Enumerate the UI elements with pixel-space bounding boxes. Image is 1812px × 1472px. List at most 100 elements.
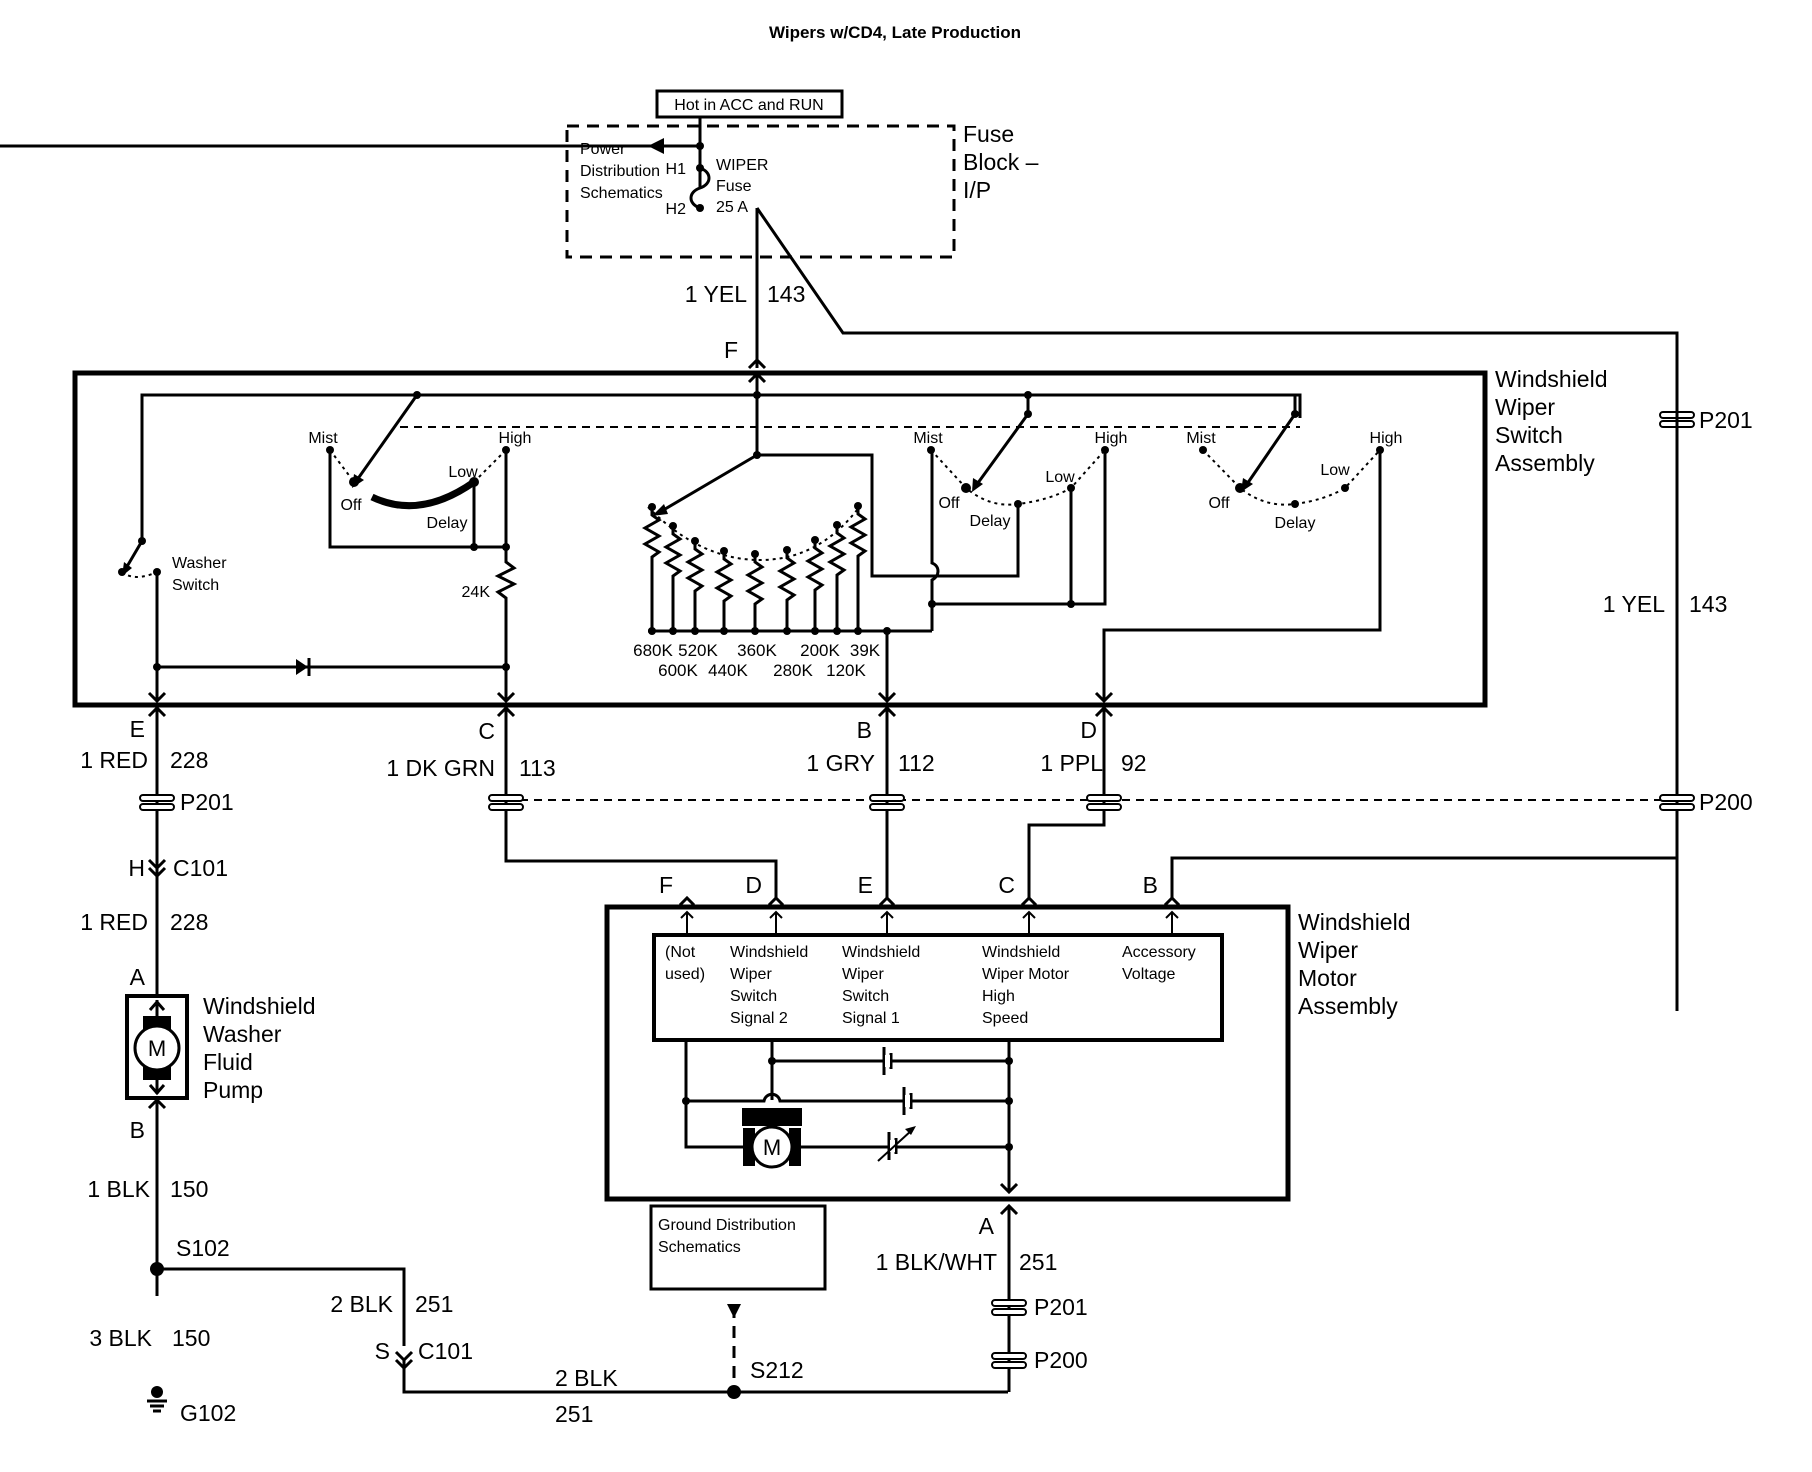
pump-motor-symbol: M xyxy=(148,1036,166,1061)
right-feed-p201-label: P201 xyxy=(1699,407,1753,433)
washer-switch-label-1: Washer xyxy=(172,555,227,572)
motor-name-2: Wiper xyxy=(1298,937,1358,963)
feed-wire-circuit: 143 xyxy=(767,281,805,307)
mid-switch-off: Off xyxy=(938,495,960,512)
motor-ground-terminal: A xyxy=(979,1213,995,1239)
right-switch-off: Off xyxy=(1208,495,1230,512)
resistor-tap-node xyxy=(669,522,677,530)
ground-branch-gauge: 2 BLK xyxy=(330,1291,393,1317)
motor-terminal-description: High xyxy=(982,988,1015,1005)
inline-connector-p200-right xyxy=(1659,794,1695,811)
ground-right-circuit: 251 xyxy=(1019,1249,1057,1275)
splice-s212-label: S212 xyxy=(750,1357,804,1383)
switch-name-4: Assembly xyxy=(1495,450,1595,476)
right-switch-delay: Delay xyxy=(1275,515,1316,532)
resistor-24k-label: 24K xyxy=(462,584,491,601)
washer-wire-gauge: 1 RED xyxy=(80,909,148,935)
delay-resistor-selector xyxy=(647,451,932,578)
right-switch-high: High xyxy=(1370,430,1403,447)
out-b-terminal: B xyxy=(857,717,872,743)
switch-name-3: Switch xyxy=(1495,422,1563,448)
brush-high-capacitor-icon xyxy=(882,1047,893,1075)
inline-connector-p201-ground xyxy=(991,1299,1027,1316)
resistor-value-label: 440K xyxy=(708,661,748,680)
resistor-ladder xyxy=(641,502,869,635)
wiper-switch-box xyxy=(72,370,1488,708)
motor-terminal-description: Windshield xyxy=(982,944,1060,961)
motor-name-1: Windshield xyxy=(1298,909,1411,935)
ground-right-p201: P201 xyxy=(1034,1294,1088,1320)
ground-reference-arrow-icon xyxy=(727,1304,741,1318)
fuse-block-name-1: Fuse xyxy=(963,121,1014,147)
fuse-icon xyxy=(689,166,711,210)
right-switch-low: Low xyxy=(1320,462,1350,479)
diagram-title: Wipers w/CD4, Late Production xyxy=(769,23,1021,42)
ground-wire2-circuit: 150 xyxy=(172,1325,210,1351)
washer-switch-label-2: Switch xyxy=(172,577,219,594)
left-mode-switch: Mist High Low Off Delay xyxy=(308,394,531,551)
left-switch-low: Low xyxy=(448,464,478,481)
left-switch-mist: Mist xyxy=(308,430,338,447)
ground-wire1-circuit: 150 xyxy=(170,1176,208,1202)
terminal-arrow-icon xyxy=(769,910,783,935)
ground-branch-terminal: S xyxy=(375,1338,390,1364)
connector-chevron-icon xyxy=(767,895,785,907)
power-ref-2: Distribution xyxy=(580,163,660,180)
ground-wire1-gauge: 1 BLK xyxy=(87,1176,150,1202)
left-switch-delay: Delay xyxy=(427,515,468,532)
resistor-value-label: 600K xyxy=(658,661,698,680)
motor-terminal-description: Windshield xyxy=(842,944,920,961)
wiper-motor-box xyxy=(604,904,1291,1202)
ground-ref-1: Ground Distribution xyxy=(658,1217,796,1234)
left-switch-off: Off xyxy=(340,497,362,514)
out-c-gauge: 1 DK GRN xyxy=(386,755,495,781)
connector-chevron-icon xyxy=(878,895,896,907)
resistor-value-label: 120K xyxy=(826,661,866,680)
splice-s212 xyxy=(727,1385,741,1399)
inline-connector-p200-ground xyxy=(991,1352,1027,1369)
motor-terminal-letter: F xyxy=(659,872,673,898)
out-e-circuit: 228 xyxy=(170,747,208,773)
bottom-wire-gauge: 2 BLK xyxy=(555,1365,618,1391)
out-e-gauge: 1 RED xyxy=(80,747,148,773)
motor-name-3: Motor xyxy=(1298,965,1357,991)
right-feed-circuit: 143 xyxy=(1689,591,1727,617)
motor-terminal-description: Windshield xyxy=(730,944,808,961)
motor-terminal-panel xyxy=(652,933,1224,1042)
resistor-tap-node xyxy=(720,547,728,555)
motor-internal-circuit: M xyxy=(682,1040,1019,1195)
wiper-motor-symbol: M xyxy=(763,1135,781,1160)
right-switch-mist: Mist xyxy=(1186,430,1216,447)
washer-wire-circuit: 228 xyxy=(170,909,208,935)
inline-connector-p200-d xyxy=(1086,794,1122,811)
ground-distribution-box xyxy=(649,1204,827,1291)
bottom-wire-circuit: 251 xyxy=(555,1401,593,1427)
mid-switch-high: High xyxy=(1095,430,1128,447)
out-d-gauge: 1 PPL xyxy=(1040,750,1103,776)
motor-terminal-description: Accessory xyxy=(1122,944,1196,961)
ground-right-p200: P200 xyxy=(1034,1347,1088,1373)
ground-ref-2: Schematics xyxy=(658,1239,741,1256)
delay-resistor-icon xyxy=(847,506,869,631)
motor-terminal-description: Switch xyxy=(842,988,889,1005)
out-d-circuit: 92 xyxy=(1121,750,1147,776)
motor-terminal-description: Wiper xyxy=(730,966,772,983)
resistor-value-label: 280K xyxy=(773,661,813,680)
pump-terminal-b: B xyxy=(130,1117,145,1143)
mid-switch-delay: Delay xyxy=(970,513,1011,530)
delay-resistor-icon xyxy=(826,525,848,631)
fuse-block: Hot in ACC and RUN Fuse Block – I/P Powe… xyxy=(0,89,1039,259)
washer-c101-terminal: H xyxy=(128,855,145,881)
connector-chevron-icon xyxy=(1020,895,1038,907)
resistor-tap-node xyxy=(854,502,862,510)
delay-resistor-icon xyxy=(776,550,798,631)
motor-terminal-description: Switch xyxy=(730,988,777,1005)
feed-wire-gauge: 1 YEL xyxy=(685,281,747,307)
motor-terminal-letter: D xyxy=(745,872,762,898)
terminal-arrow-icon xyxy=(680,910,694,935)
resistor-value-label: 520K xyxy=(678,641,718,660)
fuse-block-outline xyxy=(565,124,956,259)
pump-name-4: Pump xyxy=(203,1077,263,1103)
